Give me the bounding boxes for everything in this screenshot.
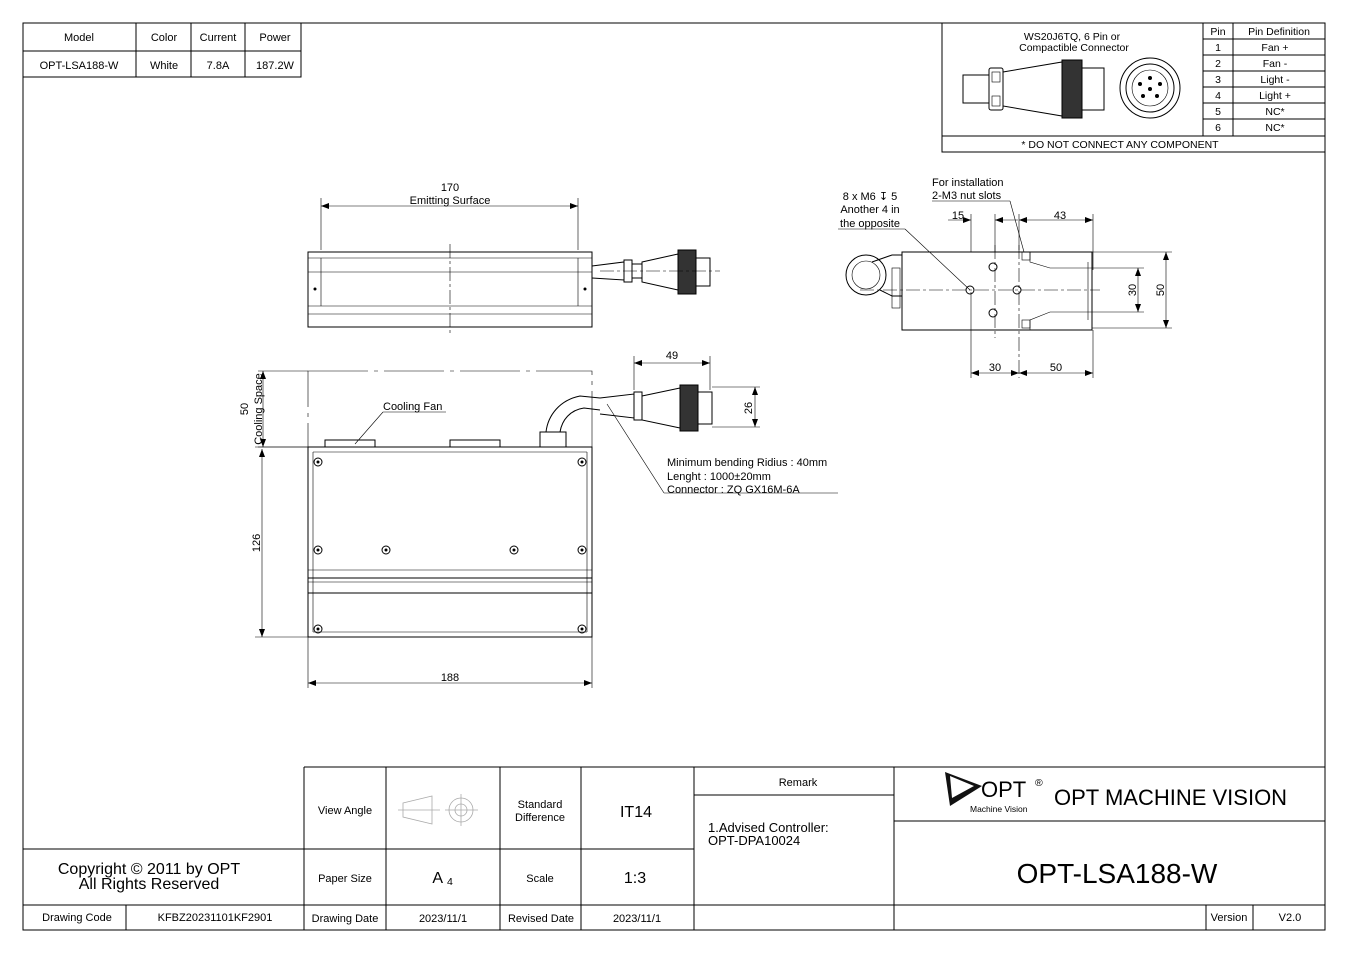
pin-number: 6	[1215, 122, 1221, 134]
dim-26: 26	[743, 402, 755, 414]
dim-emitting-label: Emitting Surface	[410, 195, 491, 207]
logo-subtitle: Machine Vision	[970, 804, 1028, 814]
front-view: 170 Emitting Surface	[307, 182, 720, 334]
drawing-date: 2023/11/1	[419, 913, 467, 925]
part-number: OPT-LSA188-W	[1017, 858, 1218, 889]
pin-number: 4	[1215, 90, 1221, 102]
cable-connector: Connector : ZQ GX16M-6A	[667, 484, 800, 496]
spec-value-current: 7.8A	[207, 60, 230, 72]
pin-definition: NC*	[1265, 122, 1284, 134]
mount-hole-note: Another 4 in	[840, 204, 899, 216]
paper-size-label: Paper Size	[318, 873, 372, 885]
dim-126: 126	[251, 534, 263, 552]
pin-definition: Fan +	[1261, 42, 1288, 54]
spec-header-current: Current	[200, 32, 237, 44]
pin-number: 2	[1215, 58, 1221, 70]
pin-number: 3	[1215, 74, 1221, 86]
scale-label: Scale	[526, 873, 554, 885]
connector-title-line1: WS20J6TQ, 6 Pin or	[1024, 31, 1121, 43]
mounting-screws	[313, 457, 587, 634]
mount-hole-spec: 8 x M6 ↧ 5	[843, 191, 897, 203]
paper-size-sub: 4	[447, 876, 453, 888]
pin-number: 1	[1215, 42, 1221, 54]
sheet-border	[22, 22, 1326, 931]
spec-value-color: White	[150, 60, 178, 72]
remark-line1: 1.Advised Controller:	[708, 820, 829, 835]
standard-diff-label-1: Standard	[518, 799, 563, 811]
drawing-date-label: Drawing Date	[312, 913, 379, 925]
dim-49: 49	[666, 350, 678, 362]
drawing-code-label: Drawing Code	[42, 912, 112, 924]
cooling-fan-label: Cooling Fan	[383, 401, 442, 413]
mount-hole-note-2: the opposite	[840, 218, 900, 230]
revised-date: 2023/11/1	[613, 913, 661, 925]
title-block: Copyright © 2011 by OPT All Rights Reser…	[23, 766, 1325, 930]
opt-logo: OPT ® Machine Vision	[945, 772, 1043, 814]
scale-value: 1:3	[624, 870, 646, 887]
connector-title-line2: Compactible Connector	[1019, 42, 1129, 54]
paper-size-value: A	[432, 870, 443, 887]
pin-definition: NC*	[1265, 106, 1284, 118]
dim-emitting-width: 170	[441, 182, 459, 194]
standard-diff-value: IT14	[620, 804, 652, 821]
pin-definition: Light +	[1259, 90, 1291, 102]
dim-50-cooling: 50	[239, 403, 251, 415]
standard-diff-label-2: Difference	[515, 812, 565, 824]
copyright-line2: All Rights Reserved	[79, 876, 220, 893]
drawing-code: KFBZ20231101KF2901	[158, 912, 273, 924]
logo-registered: ®	[1035, 777, 1043, 789]
cable-bending-radius: Minimum bending Ridius : 40mm	[667, 457, 827, 469]
pin-number: 5	[1215, 106, 1221, 118]
install-note: For installation	[932, 177, 1004, 189]
top-view: 49 26 50 Cooling Space Cooling Fan	[239, 350, 838, 688]
connector-panel: WS20J6TQ, 6 Pin or Compactible Connector…	[941, 22, 1326, 153]
version-label: Version	[1211, 912, 1248, 924]
connector-plug-drawing	[962, 57, 1181, 119]
dim-30-horizontal: 30	[989, 362, 1001, 374]
pin-header: Pin	[1210, 26, 1225, 38]
spec-header-model: Model	[64, 32, 94, 44]
pin-definition: Light -	[1260, 74, 1290, 86]
spec-header-color: Color	[151, 32, 178, 44]
dim-15: 15	[952, 210, 964, 222]
logo-text: OPT	[981, 777, 1026, 802]
spec-value-model: OPT-LSA188-W	[40, 60, 119, 72]
install-slots: 2-M3 nut slots	[932, 190, 1002, 202]
dim-50-horizontal: 50	[1050, 362, 1062, 374]
pin-definition-header: Pin Definition	[1248, 26, 1310, 38]
spec-value-power: 187.2W	[256, 60, 295, 72]
cable-length: Lenght : 1000±20mm	[667, 471, 771, 483]
spec-header-power: Power	[259, 32, 291, 44]
side-view: 8 x M6 ↧ 5 Another 4 in the opposite For…	[838, 177, 1172, 378]
copyright-line1: Copyright © 2011 by OPT	[58, 861, 240, 878]
third-angle-projection-icon	[398, 794, 478, 826]
version-value: V2.0	[1279, 912, 1302, 924]
dim-188: 188	[441, 672, 459, 684]
revised-date-label: Revised Date	[508, 913, 574, 925]
dim-43: 43	[1054, 210, 1066, 222]
connector-note: * DO NOT CONNECT ANY COMPONENT	[1021, 139, 1219, 151]
pin-definition: Fan -	[1263, 58, 1288, 70]
remark-line2: OPT-DPA10024	[708, 833, 800, 848]
company-name: OPT MACHINE VISION	[1054, 785, 1287, 810]
dim-50-vertical: 50	[1155, 284, 1167, 296]
view-angle-label: View Angle	[318, 805, 372, 817]
cooling-space-label: Cooling Space	[253, 373, 265, 445]
dim-30-vertical: 30	[1127, 284, 1139, 296]
spec-table: Model Color Current Power OPT-LSA188-W W…	[22, 22, 302, 78]
remark-label: Remark	[779, 777, 818, 789]
